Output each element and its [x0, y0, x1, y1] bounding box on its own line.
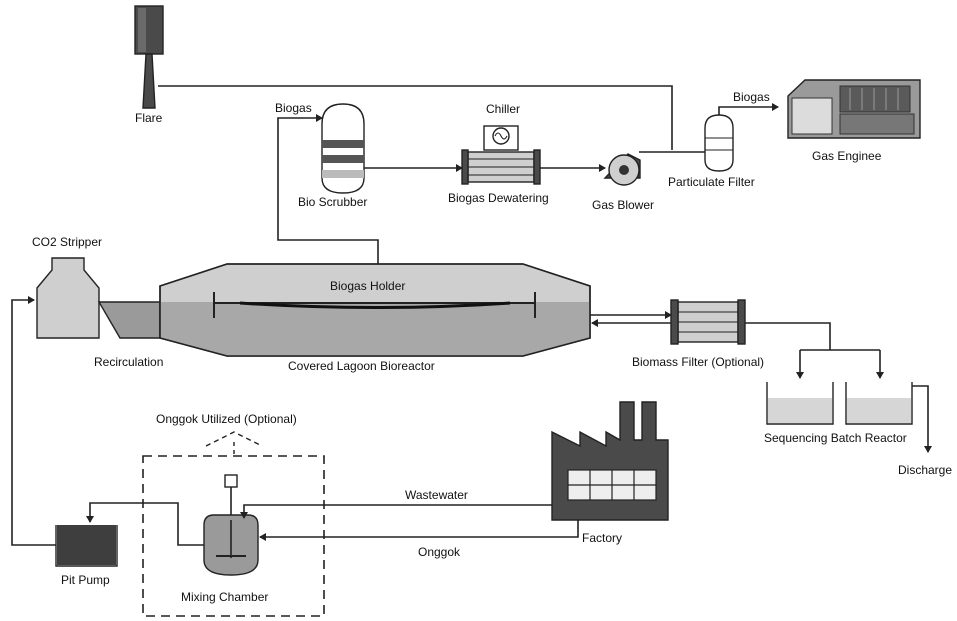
biogas-holder-membrane [213, 292, 536, 318]
biogas-dewatering-label: Biogas Dewatering [448, 191, 549, 205]
gas-blower-label: Gas Blower [592, 198, 654, 212]
mixing-chamber [203, 474, 259, 576]
co2-stripper [36, 257, 100, 339]
biogas-to-scrubber-line [277, 114, 379, 264]
flare-label: Flare [135, 111, 163, 125]
covered-lagoon-bioreactor [159, 263, 591, 357]
gas-engine-label: Gas Enginee [812, 149, 882, 163]
sequencing-batch-reactor-tanks [766, 382, 913, 425]
co2-stripper-label: CO2 Stripper [32, 235, 102, 249]
particulate-filter-vessel [704, 114, 734, 172]
discharge-label: Discharge [898, 463, 952, 477]
sbr-label: Sequencing Batch Reactor [764, 431, 907, 445]
chiller-unit [483, 125, 519, 151]
factory-building [551, 401, 669, 521]
wastewater-label: Wastewater [405, 488, 468, 502]
pitpump-to-stripper-line [11, 296, 56, 546]
pit-pump [55, 525, 118, 567]
wastewater-line [240, 504, 552, 519]
onggok-line [259, 520, 579, 541]
pit-pump-label: Pit Pump [61, 573, 110, 587]
gas-engine [787, 79, 921, 139]
filter-to-engine-line [718, 103, 779, 115]
particulate-filter-label: Particulate Filter [668, 175, 755, 189]
onggok-optional-boundary [142, 455, 325, 617]
discharge-line [912, 385, 932, 453]
bio-scrubber-vessel [321, 103, 365, 194]
biomass-filter-label: Biomass Filter (Optional) [632, 355, 764, 369]
recirculation-label: Recirculation [94, 355, 163, 369]
onggok-utilized-arrow [205, 431, 263, 447]
covered-lagoon-label: Covered Lagoon Bioreactor [288, 359, 435, 373]
flare-stack [134, 5, 164, 109]
chiller-label: Chiller [486, 102, 520, 116]
biogas-holder-label: Biogas Holder [330, 279, 405, 293]
flare-gas-line [158, 85, 673, 150]
recirculation-channel [97, 301, 161, 339]
gas-blower [603, 153, 641, 186]
biomass-filter-unit [670, 299, 746, 345]
filter-to-sbr-line [745, 322, 831, 350]
onggok-label: Onggok [418, 545, 461, 559]
biogas-dewatering-unit [461, 149, 541, 185]
mixing-chamber-label: Mixing Chamber [181, 590, 268, 604]
biogas-top-label: Biogas [275, 101, 312, 115]
bio-scrubber-label: Bio Scrubber [298, 195, 367, 209]
mixing-to-pitpump-line [86, 502, 204, 546]
biogas-right-label: Biogas [733, 90, 770, 104]
factory-label: Factory [582, 531, 622, 545]
onggok-utilized-label: Onggok Utilized (Optional) [156, 412, 297, 426]
